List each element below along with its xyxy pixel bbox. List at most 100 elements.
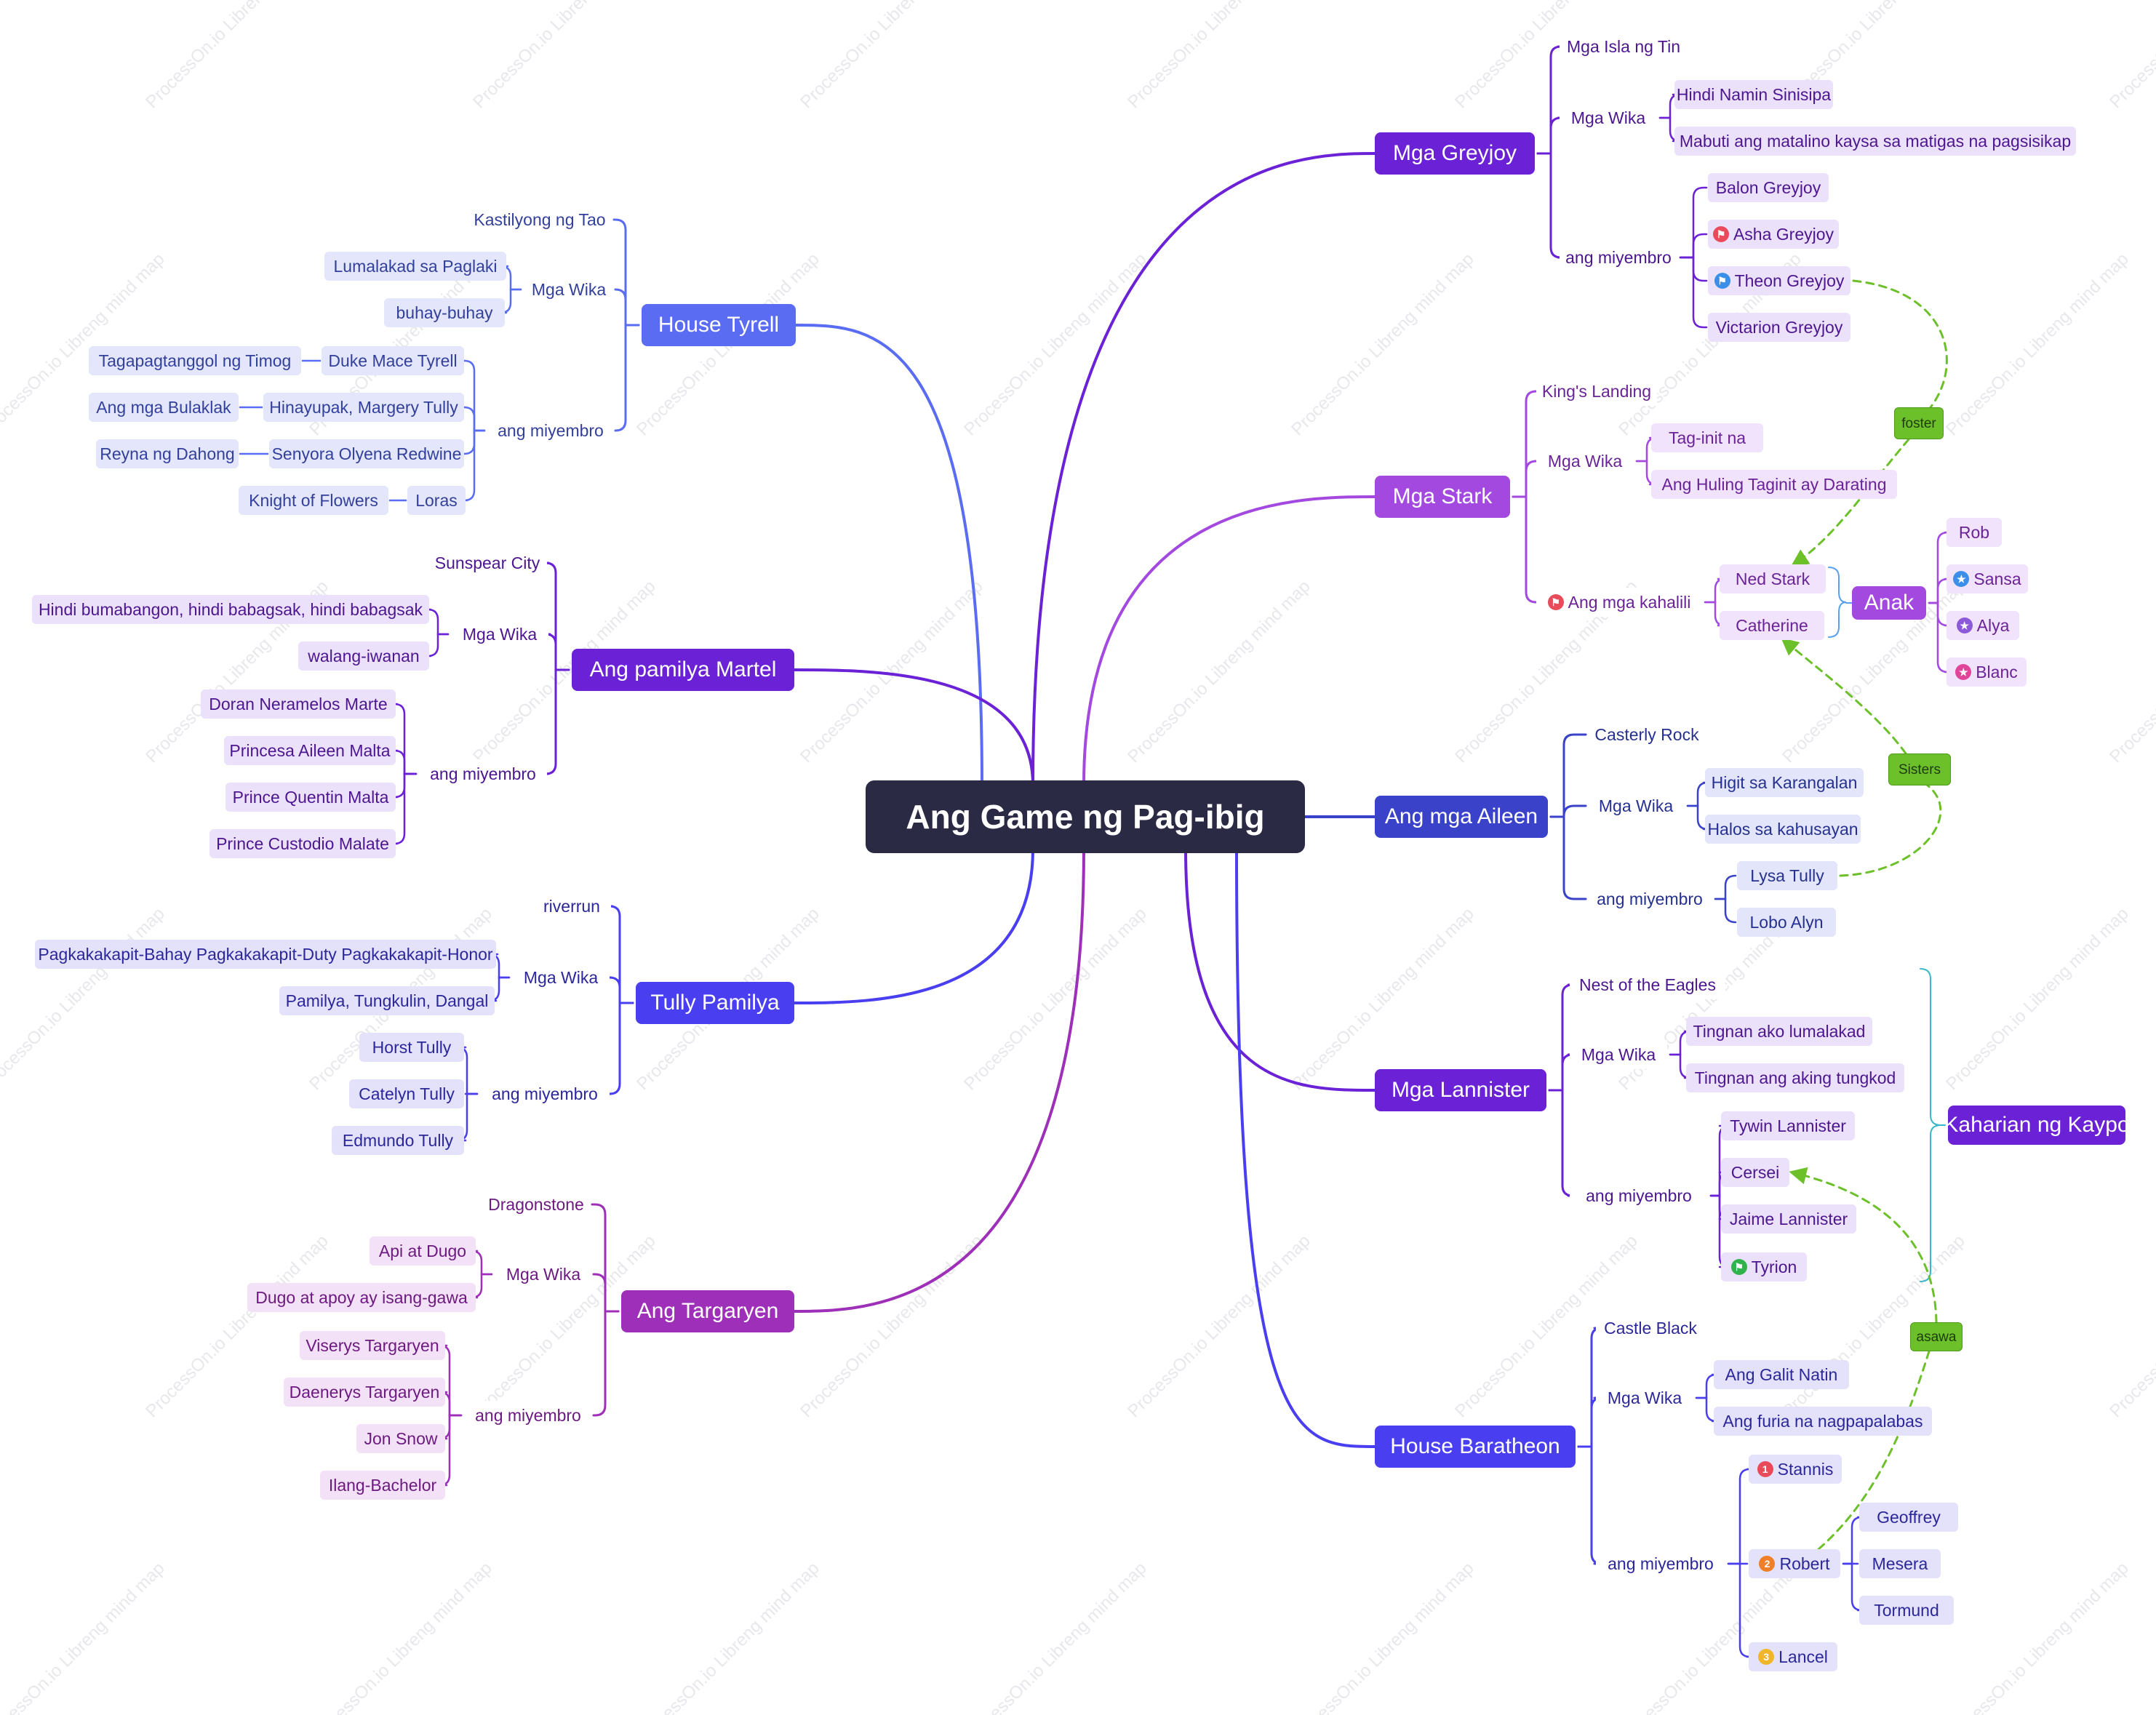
- tyrell-words-label[interactable]: Mga Wika: [524, 275, 614, 304]
- branch-greyjoy[interactable]: Mga Greyjoy: [1375, 132, 1535, 175]
- tyrell-member-margery[interactable]: Hinayupak, Margery Tully: [263, 393, 464, 422]
- branch-tully[interactable]: Tully Pamilya: [636, 982, 794, 1024]
- aileen-seat[interactable]: Casterly Rock: [1587, 720, 1706, 749]
- stark-child-alya[interactable]: ★Alya: [1947, 611, 2019, 640]
- margery-title[interactable]: Ang mga Bulaklak: [89, 393, 239, 422]
- aileen-words-label[interactable]: Mga Wika: [1587, 791, 1685, 820]
- tyrell-members-label[interactable]: ang miyembro: [487, 416, 614, 445]
- lannister-member-tywin[interactable]: Tywin Lannister: [1721, 1111, 1855, 1140]
- greyjoy-word-1[interactable]: Hindi Namin Sinisipa: [1674, 80, 1833, 109]
- lannister-member-cersei[interactable]: Cersei: [1721, 1158, 1789, 1187]
- baratheon-seat[interactable]: Castle Black: [1596, 1314, 1705, 1343]
- targaryen-member-viserys[interactable]: Viserys Targaryen: [300, 1331, 445, 1360]
- branch-baratheon[interactable]: House Baratheon: [1375, 1426, 1576, 1468]
- martel-word-2[interactable]: walang-iwanan: [298, 641, 429, 671]
- aileen-word-1[interactable]: Higit sa Karangalan: [1705, 768, 1864, 797]
- tully-members-label[interactable]: ang miyembro: [480, 1079, 610, 1108]
- martel-member-aileen[interactable]: Princesa Aileen Malta: [224, 736, 396, 765]
- stark-summary-anak[interactable]: Anak: [1852, 586, 1926, 620]
- greyjoy-member-victarion[interactable]: Victarion Greyjoy: [1708, 313, 1850, 342]
- stark-member-ned[interactable]: Ned Stark: [1720, 564, 1826, 593]
- stark-word-1[interactable]: Tag-init na: [1651, 423, 1763, 452]
- tyrell-word-1[interactable]: Lumalakad sa Paglaki: [324, 252, 506, 281]
- aileen-member-lysa[interactable]: Lysa Tully: [1737, 861, 1837, 890]
- tully-member-edmundo[interactable]: Edmundo Tully: [332, 1126, 464, 1155]
- baratheon-members-label[interactable]: ang miyembro: [1596, 1549, 1725, 1578]
- greyjoy-member-asha[interactable]: ⚑Asha Greyjoy: [1708, 220, 1839, 249]
- summary-kaharian-ng-kaypo[interactable]: Kaharian ng Kaypo: [1944, 1106, 2130, 1145]
- branch-martel[interactable]: Ang pamilya Martel: [572, 649, 794, 691]
- tully-member-horst[interactable]: Horst Tully: [359, 1033, 464, 1062]
- greyjoy-words-label[interactable]: Mga Wika: [1560, 103, 1657, 132]
- stark-words-label[interactable]: Mga Wika: [1536, 447, 1634, 476]
- robert-child-geoffrey[interactable]: Geoffrey: [1859, 1503, 1958, 1532]
- baratheon-word-2[interactable]: Ang furia na nagpapalabas: [1714, 1407, 1932, 1436]
- robert-child-mesera[interactable]: Mesera: [1859, 1549, 1941, 1578]
- tully-word-2[interactable]: Pamilya, Tungkulin, Dangal: [279, 986, 495, 1015]
- tyrell-member-mace[interactable]: Duke Mace Tyrell: [322, 346, 464, 375]
- baratheon-words-label[interactable]: Mga Wika: [1596, 1383, 1693, 1412]
- lannister-word-2[interactable]: Tingnan ang aking tungkod: [1686, 1063, 1904, 1092]
- targaryen-member-daenerys[interactable]: Daenerys Targaryen: [284, 1378, 445, 1407]
- loras-title[interactable]: Knight of Flowers: [239, 486, 388, 515]
- stark-child-blanc[interactable]: ★Blanc: [1947, 657, 2027, 687]
- branch-stark[interactable]: Mga Stark: [1375, 476, 1510, 518]
- stark-child-sansa[interactable]: ★Sansa: [1947, 564, 2028, 593]
- martel-seat[interactable]: Sunspear City: [428, 548, 547, 577]
- tyrell-member-olyena[interactable]: Senyora Olyena Redwine: [269, 439, 464, 468]
- targaryen-member-bachelor[interactable]: Ilang-Bachelor: [320, 1471, 445, 1500]
- greyjoy-member-balon[interactable]: Balon Greyjoy: [1708, 173, 1829, 202]
- martel-word-1[interactable]: Hindi bumabangon, hindi babagsak, hindi …: [32, 595, 429, 624]
- lannister-word-1[interactable]: Tingnan ako lumalakad: [1686, 1017, 1872, 1046]
- aileen-members-label[interactable]: ang miyembro: [1587, 884, 1712, 914]
- greyjoy-seat[interactable]: Mga Isla ng Tin: [1560, 32, 1688, 61]
- branch-lannister[interactable]: Mga Lannister: [1375, 1069, 1546, 1111]
- targaryen-seat[interactable]: Dragonstone: [482, 1190, 591, 1219]
- stark-child-rob[interactable]: Rob: [1947, 518, 2002, 547]
- targaryen-word-1[interactable]: Api at Dugo: [370, 1236, 476, 1266]
- lannister-words-label[interactable]: Mga Wika: [1570, 1040, 1667, 1069]
- mace-title[interactable]: Tagapagtanggol ng Timog: [89, 346, 301, 375]
- targaryen-word-2[interactable]: Dugo at apoy ay isang-gawa: [247, 1283, 476, 1312]
- stark-word-2[interactable]: Ang Huling Taginit ay Darating: [1651, 470, 1897, 499]
- targaryen-member-jon[interactable]: Jon Snow: [356, 1424, 445, 1453]
- branch-targaryen[interactable]: Ang Targaryen: [621, 1290, 794, 1332]
- lannister-member-tyrion[interactable]: ⚑Tyrion: [1721, 1252, 1807, 1282]
- relation-label-asawa[interactable]: asawa: [1910, 1322, 1963, 1351]
- relation-label-foster[interactable]: foster: [1894, 407, 1944, 439]
- greyjoy-member-theon[interactable]: ⚑Theon Greyjoy: [1708, 266, 1850, 295]
- tyrell-member-loras[interactable]: Loras: [407, 486, 466, 515]
- tully-member-catelyn[interactable]: Catelyn Tully: [349, 1079, 464, 1108]
- stark-seat[interactable]: King's Landing: [1536, 377, 1657, 406]
- aileen-member-lobo[interactable]: Lobo Alyn: [1737, 908, 1836, 937]
- stark-member-catherine[interactable]: Catherine: [1720, 611, 1824, 640]
- aileen-word-2[interactable]: Halos sa kahusayan: [1705, 815, 1861, 844]
- root-topic[interactable]: Ang Game ng Pag-ibig: [866, 780, 1305, 853]
- lannister-member-jaime[interactable]: Jaime Lannister: [1721, 1204, 1856, 1234]
- greyjoy-members-label[interactable]: ang miyembro: [1560, 243, 1677, 272]
- martel-member-custodio[interactable]: Prince Custodio Malate: [209, 829, 396, 858]
- martel-words-label[interactable]: Mga Wika: [451, 620, 548, 649]
- tully-seat[interactable]: riverrun: [532, 892, 611, 921]
- targaryen-members-label[interactable]: ang miyembro: [464, 1401, 592, 1430]
- tully-words-label[interactable]: Mga Wika: [512, 963, 610, 992]
- robert-child-tormund[interactable]: Tormund: [1859, 1596, 1954, 1625]
- lannister-seat[interactable]: Nest of the Eagles: [1570, 970, 1725, 999]
- greyjoy-word-2[interactable]: Mabuti ang matalino kaysa sa matigas na …: [1674, 127, 2076, 156]
- stark-members-label[interactable]: ⚑Ang mga kahalili: [1536, 588, 1702, 617]
- martel-member-doran[interactable]: Doran Neramelos Marte: [201, 689, 396, 719]
- olyena-title[interactable]: Reyna ng Dahong: [96, 439, 239, 468]
- branch-aileen[interactable]: Ang mga Aileen: [1375, 796, 1548, 838]
- lannister-members-label[interactable]: ang miyembro: [1570, 1181, 1708, 1210]
- relation-label-sisters[interactable]: Sisters: [1888, 753, 1951, 785]
- martel-members-label[interactable]: ang miyembro: [419, 759, 547, 788]
- tyrell-seat[interactable]: Kastilyong ng Tao: [467, 205, 612, 234]
- branch-tyrell[interactable]: House Tyrell: [642, 304, 796, 346]
- baratheon-word-1[interactable]: Ang Galit Natin: [1714, 1360, 1849, 1389]
- tully-word-1[interactable]: Pagkakakapit-Bahay Pagkakakapit-Duty Pag…: [35, 940, 496, 969]
- targaryen-words-label[interactable]: Mga Wika: [495, 1260, 592, 1289]
- martel-member-quentin[interactable]: Prince Quentin Malta: [225, 783, 396, 812]
